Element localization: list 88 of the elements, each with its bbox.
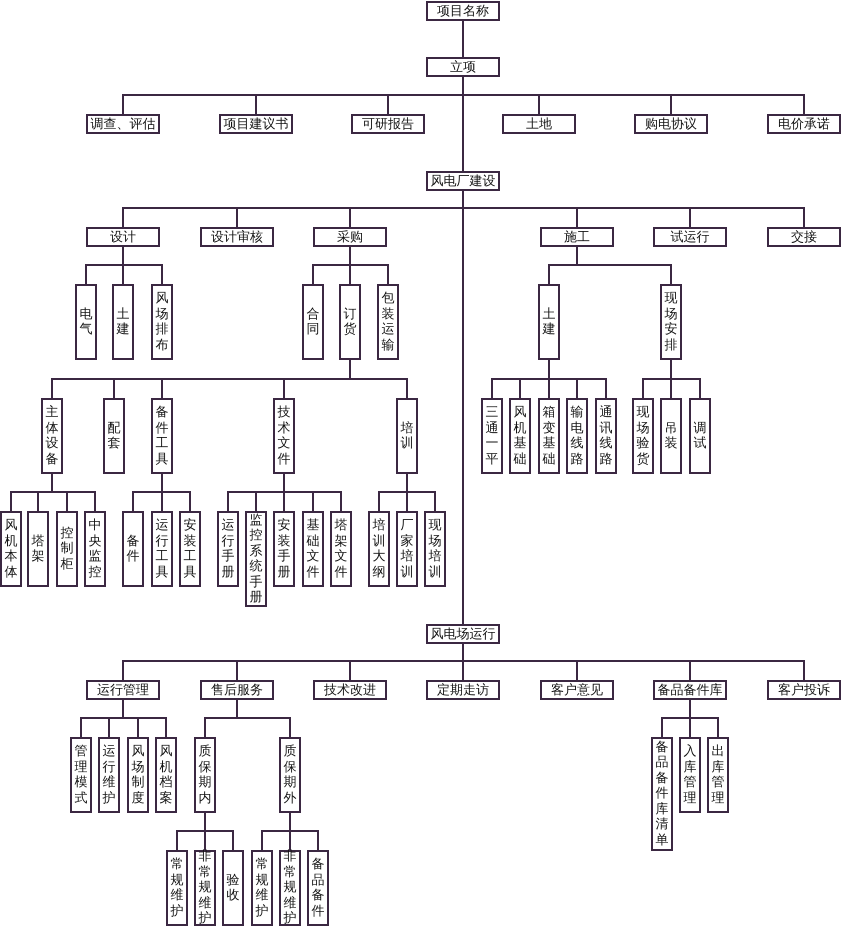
process-box: 备品备件库 bbox=[653, 680, 727, 700]
connector-line bbox=[576, 247, 672, 284]
process-box: 调试 bbox=[689, 398, 711, 474]
process-box: 配套 bbox=[103, 398, 125, 474]
process-box: 入库管理 bbox=[679, 737, 701, 813]
connector-line bbox=[161, 474, 191, 511]
process-box: 项目名称 bbox=[426, 1, 500, 21]
process-box: 试运行 bbox=[653, 227, 727, 247]
process-box: 客户投诉 bbox=[767, 680, 841, 700]
process-box: 通讯线路 bbox=[595, 398, 617, 474]
process-box: 备件 bbox=[122, 511, 144, 587]
process-box: 交接 bbox=[767, 227, 841, 247]
process-box: 采购 bbox=[313, 227, 387, 247]
process-box: 中央监控 bbox=[84, 511, 106, 587]
process-box: 备件工具 bbox=[151, 398, 173, 474]
process-box: 箱变基础 bbox=[538, 398, 560, 474]
process-box: 订货 bbox=[339, 284, 361, 360]
process-box: 主体设备 bbox=[41, 398, 63, 474]
process-box: 定期走访 bbox=[426, 680, 500, 700]
process-box: 非常规维护 bbox=[194, 850, 216, 926]
process-box: 项目建议书 bbox=[219, 114, 293, 134]
process-box: 备品备件 bbox=[307, 850, 329, 926]
process-box: 风场排布 bbox=[151, 284, 173, 360]
process-box: 验收 bbox=[222, 850, 244, 926]
process-box: 风电厂建设 bbox=[426, 171, 500, 191]
process-box: 厂家培训 bbox=[396, 511, 418, 587]
process-box: 出库管理 bbox=[707, 737, 729, 813]
process-box: 现场验货 bbox=[632, 398, 654, 474]
process-box: 输电线路 bbox=[566, 398, 588, 474]
process-box: 塔架 bbox=[27, 511, 49, 587]
process-box: 吊装 bbox=[660, 398, 682, 474]
process-box: 安装手册 bbox=[273, 511, 295, 587]
connector-line bbox=[204, 813, 234, 850]
process-box: 质保期内 bbox=[194, 737, 216, 813]
process-box: 风机档案 bbox=[155, 737, 177, 813]
connector-line bbox=[122, 700, 167, 737]
process-box: 运行管理 bbox=[86, 680, 160, 700]
process-box: 管理模式 bbox=[70, 737, 92, 813]
process-box: 可研报告 bbox=[351, 114, 425, 134]
process-box: 风机基础 bbox=[509, 398, 531, 474]
process-box: 运行手册 bbox=[217, 511, 239, 587]
process-box: 常规维护 bbox=[251, 850, 273, 926]
connector-line bbox=[462, 77, 464, 171]
process-box: 立项 bbox=[426, 57, 500, 77]
process-box: 土建 bbox=[112, 284, 134, 360]
process-box: 运行工具 bbox=[151, 511, 173, 587]
connector-line bbox=[462, 21, 464, 57]
process-box: 现场安排 bbox=[660, 284, 682, 360]
process-box: 合同 bbox=[302, 284, 324, 360]
connector-line bbox=[122, 247, 163, 284]
process-box: 土地 bbox=[502, 114, 576, 134]
process-box: 基础文件 bbox=[302, 511, 324, 587]
process-box: 电气 bbox=[75, 284, 97, 360]
process-box: 客户意见 bbox=[540, 680, 614, 700]
connector-line bbox=[349, 247, 389, 284]
process-box: 塔架文件 bbox=[330, 511, 352, 587]
connector-line bbox=[51, 474, 96, 511]
process-box: 非常规维护 bbox=[279, 850, 301, 926]
process-box: 培训 bbox=[396, 398, 418, 474]
process-box: 培训大纲 bbox=[368, 511, 390, 587]
connector-line bbox=[689, 700, 719, 737]
process-box: 安装工具 bbox=[179, 511, 201, 587]
process-box: 备品备件库清单 bbox=[651, 737, 673, 851]
process-box: 风场制度 bbox=[127, 737, 149, 813]
process-box: 包装运输 bbox=[377, 284, 399, 360]
process-box: 购电协议 bbox=[634, 114, 708, 134]
process-box: 土建 bbox=[538, 284, 560, 360]
process-box: 售后服务 bbox=[200, 680, 274, 700]
process-box: 技术改进 bbox=[313, 680, 387, 700]
connector-line bbox=[236, 700, 291, 737]
process-box: 常规维护 bbox=[166, 850, 188, 926]
process-box: 电价承诺 bbox=[767, 114, 841, 134]
process-box: 风电场运行 bbox=[426, 624, 500, 644]
connector-line bbox=[462, 644, 805, 680]
process-box: 设计审核 bbox=[200, 227, 274, 247]
process-box: 三通一平 bbox=[481, 398, 503, 474]
process-box: 调查、评估 bbox=[86, 114, 160, 134]
process-box: 设计 bbox=[86, 227, 160, 247]
process-box: 质保期外 bbox=[279, 737, 301, 813]
process-box: 施工 bbox=[540, 227, 614, 247]
process-box: 技术文件 bbox=[273, 398, 295, 474]
process-box: 监控系统手册 bbox=[245, 511, 267, 607]
connector-line bbox=[406, 474, 436, 511]
process-box: 现场培训 bbox=[424, 511, 446, 587]
connector-line bbox=[289, 813, 319, 850]
process-box: 运行维护 bbox=[98, 737, 120, 813]
process-box: 控制柜 bbox=[56, 511, 78, 587]
process-box: 风机本体 bbox=[0, 511, 22, 587]
